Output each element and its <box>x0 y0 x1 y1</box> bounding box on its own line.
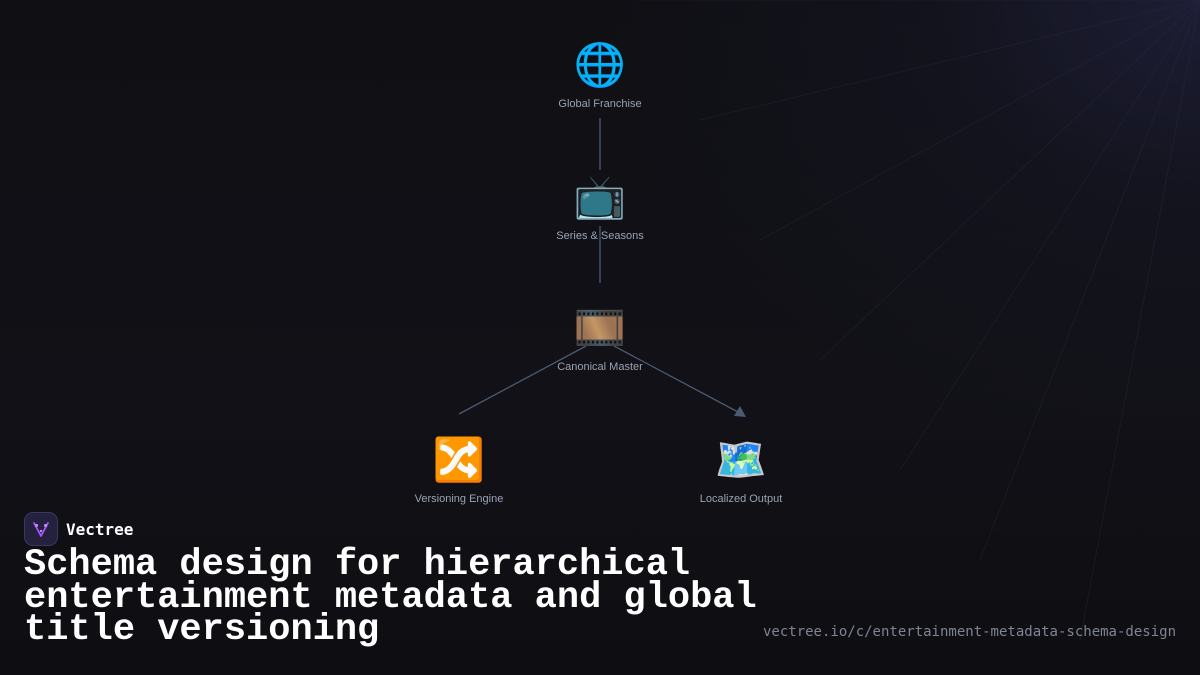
page-url[interactable]: vectree.io/c/entertainment-metadata-sche… <box>762 624 1176 640</box>
edge-arrowhead <box>734 406 746 417</box>
vectree-logo-icon <box>24 512 58 546</box>
film-frames-icon: 🎞️ <box>573 303 627 352</box>
edge-master-to-versioning <box>458 345 587 415</box>
node-label: Localized Output <box>699 493 783 505</box>
node-label: Canonical Master <box>557 361 643 373</box>
node-label: Series & Seasons <box>556 230 644 242</box>
world-map-icon: 🗺️ <box>714 435 768 484</box>
node-localized-output: 🗺️ Localized Output <box>661 435 821 505</box>
node-series-seasons: 📺 Series & Seasons <box>520 172 680 242</box>
node-versioning-engine: 🔀 Versioning Engine <box>379 435 539 505</box>
edge-master-to-localized <box>613 345 739 413</box>
node-label: Versioning Engine <box>414 493 504 505</box>
brand-name: Vectree <box>66 519 134 539</box>
page-title: Schema design for hierarchical entertain… <box>24 544 757 651</box>
node-canonical-master: 🎞️ Canonical Master <box>520 303 680 373</box>
television-icon: 📺 <box>573 172 627 221</box>
node-label: Global Franchise <box>558 98 642 110</box>
shuffle-icon: 🔀 <box>432 435 486 484</box>
node-global-franchise: 🌐 Global Franchise <box>520 40 680 110</box>
globe-icon: 🌐 <box>573 40 627 89</box>
brand[interactable]: Vectree <box>24 512 133 546</box>
